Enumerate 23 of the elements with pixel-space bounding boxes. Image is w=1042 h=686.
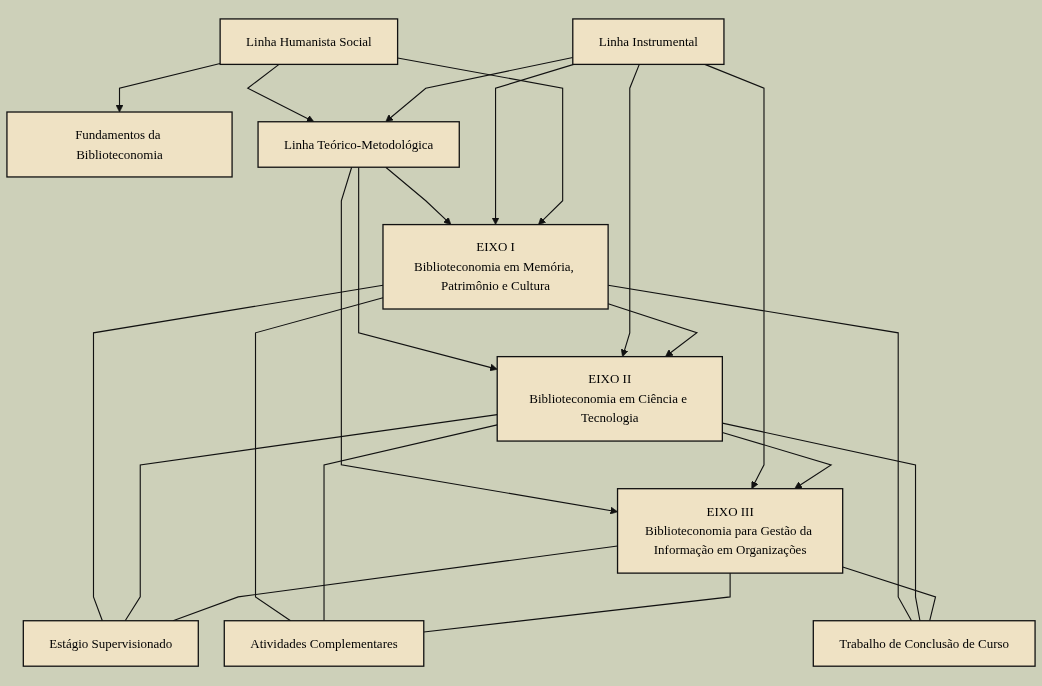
arrow <box>397 57 564 226</box>
arrow <box>358 167 498 372</box>
arrow <box>620 64 640 358</box>
connector <box>842 566 937 622</box>
node-box: Atividades Complementares <box>223 620 425 668</box>
connector <box>124 414 498 622</box>
arrow <box>115 63 221 113</box>
node-box: Linha Humanista Social <box>219 18 399 66</box>
node-box: EIXO II Biblioteconomia em Ciência e Tecnologia <box>496 356 723 443</box>
connector <box>423 573 731 634</box>
connector <box>323 424 498 622</box>
node-box: Estágio Supervisionado <box>22 620 199 668</box>
node-box: Fundamentos da Biblioteconomia <box>6 111 233 179</box>
arrow <box>491 64 575 226</box>
arrow <box>385 167 452 226</box>
arrow <box>704 64 765 490</box>
node-box: EIXO I Biblioteconomia em Memória, Patrimônio e Cultura <box>382 224 609 311</box>
node-box: Linha Instrumental <box>572 18 725 66</box>
node-box: EIXO III Biblioteconomia para Gestão da Informação em Organizações <box>616 488 844 575</box>
arrow <box>340 167 618 515</box>
node-box: Trabalho de Conclusão de Curso <box>812 620 1036 668</box>
node-box: Linha Teórico-Metodológica <box>257 121 460 169</box>
arrow <box>246 64 315 123</box>
